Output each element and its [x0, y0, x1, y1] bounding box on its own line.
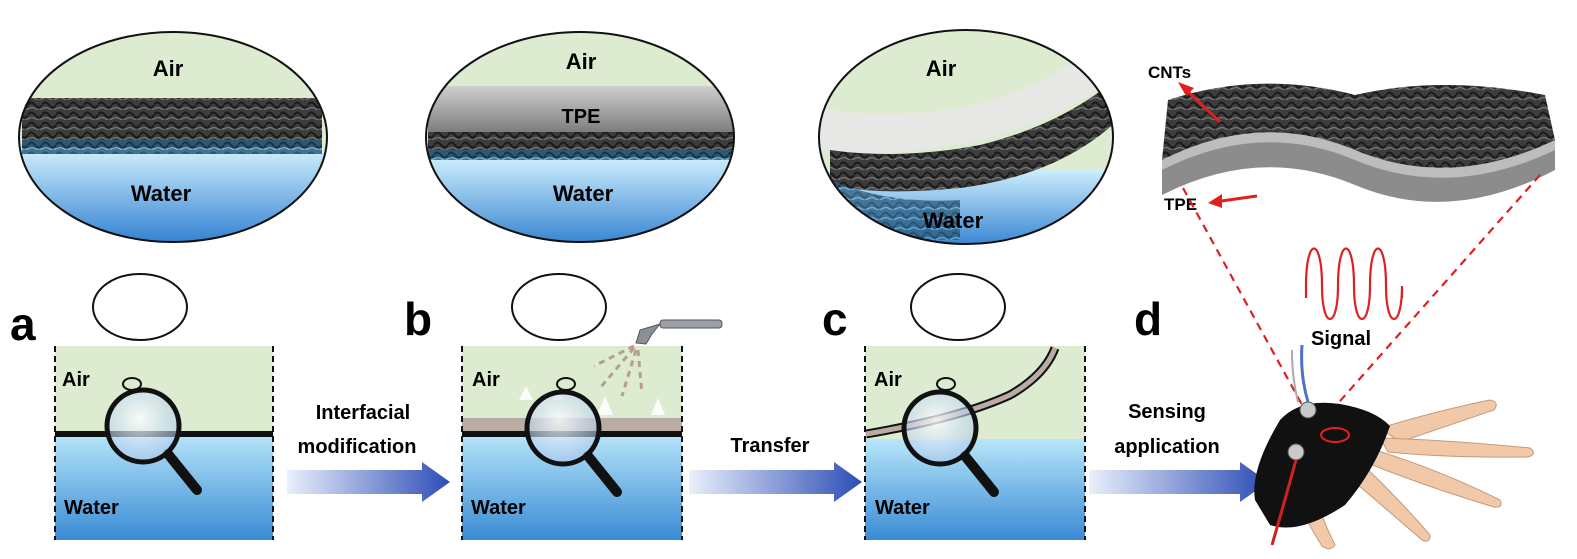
spray-nozzle-icon	[593, 319, 723, 397]
process-arrow-1: Interfacial modification	[287, 402, 450, 502]
signal-waveform	[1304, 247, 1404, 320]
cnts-label: CNTs	[1148, 63, 1191, 82]
zoom-dashed-line-right	[1324, 174, 1541, 419]
magnifier-icon	[524, 389, 622, 497]
air-label-c: Air	[874, 369, 902, 391]
thought-bubble	[92, 273, 188, 341]
gloved-hand-icon	[1254, 344, 1534, 550]
zoom-air-label-b: Air	[566, 49, 597, 74]
magnifier-icon	[104, 387, 202, 495]
tpe-substrate	[1162, 132, 1555, 202]
panel-c: c Air Water	[822, 273, 1086, 540]
panel-letter-a: a	[10, 298, 36, 350]
zoom-tpe-label-b: TPE	[562, 106, 601, 128]
process-arrow-2: Transfer	[689, 435, 862, 502]
zoom-air-label-c: Air	[926, 56, 957, 81]
tpe-layer-curved	[820, 50, 1113, 154]
zoom-water-label-b: Water	[553, 181, 614, 206]
sensor-film: CNTs TPE	[1148, 63, 1555, 214]
thought-bubble	[910, 273, 1006, 341]
panel-d: d Signal	[1134, 247, 1534, 550]
water-label-c: Water	[875, 497, 930, 519]
magnifier-icon	[901, 389, 999, 497]
cnt-film	[22, 98, 322, 148]
arrow-3-line-1: Sensing	[1128, 401, 1206, 423]
tpe-layer	[428, 86, 733, 134]
arrow-2-line-1: Transfer	[731, 435, 810, 457]
air-label-b: Air	[472, 369, 500, 391]
arrow-1-line-1: Interfacial	[316, 402, 410, 424]
air-label-a: Air	[62, 369, 90, 391]
tpe-label: TPE	[1164, 195, 1197, 214]
cnts-arrow	[1182, 86, 1222, 124]
panel-letter-d: d	[1134, 293, 1162, 345]
process-arrow-3: Sensing application	[1089, 401, 1268, 502]
panel-a: a Air Water	[10, 273, 274, 540]
zoom-dashed-line-left	[1182, 187, 1307, 413]
cnt-coating	[1162, 83, 1555, 168]
signal-label: Signal	[1311, 328, 1371, 350]
thought-bubble	[511, 273, 607, 341]
panel-letter-b: b	[404, 293, 432, 345]
zoom-water-label-a: Water	[131, 181, 192, 206]
cnt-film-curved	[830, 82, 1113, 192]
zoom-ellipse-b: Air TPE Water	[425, 31, 735, 243]
zoom-ellipse-c: Air Water	[818, 29, 1114, 245]
panel-b: b Air	[404, 273, 723, 540]
water-label-b: Water	[471, 497, 526, 519]
zoom-ellipse-a: Air Water	[18, 31, 328, 243]
zoom-air-label-a: Air	[153, 56, 184, 81]
water-label-a: Water	[64, 497, 119, 519]
zoom-water-label-c: Water	[923, 208, 984, 233]
panel-letter-c: c	[822, 293, 848, 345]
arrow-3-line-2: application	[1114, 436, 1220, 458]
arrow-1-line-2: modification	[298, 436, 417, 458]
